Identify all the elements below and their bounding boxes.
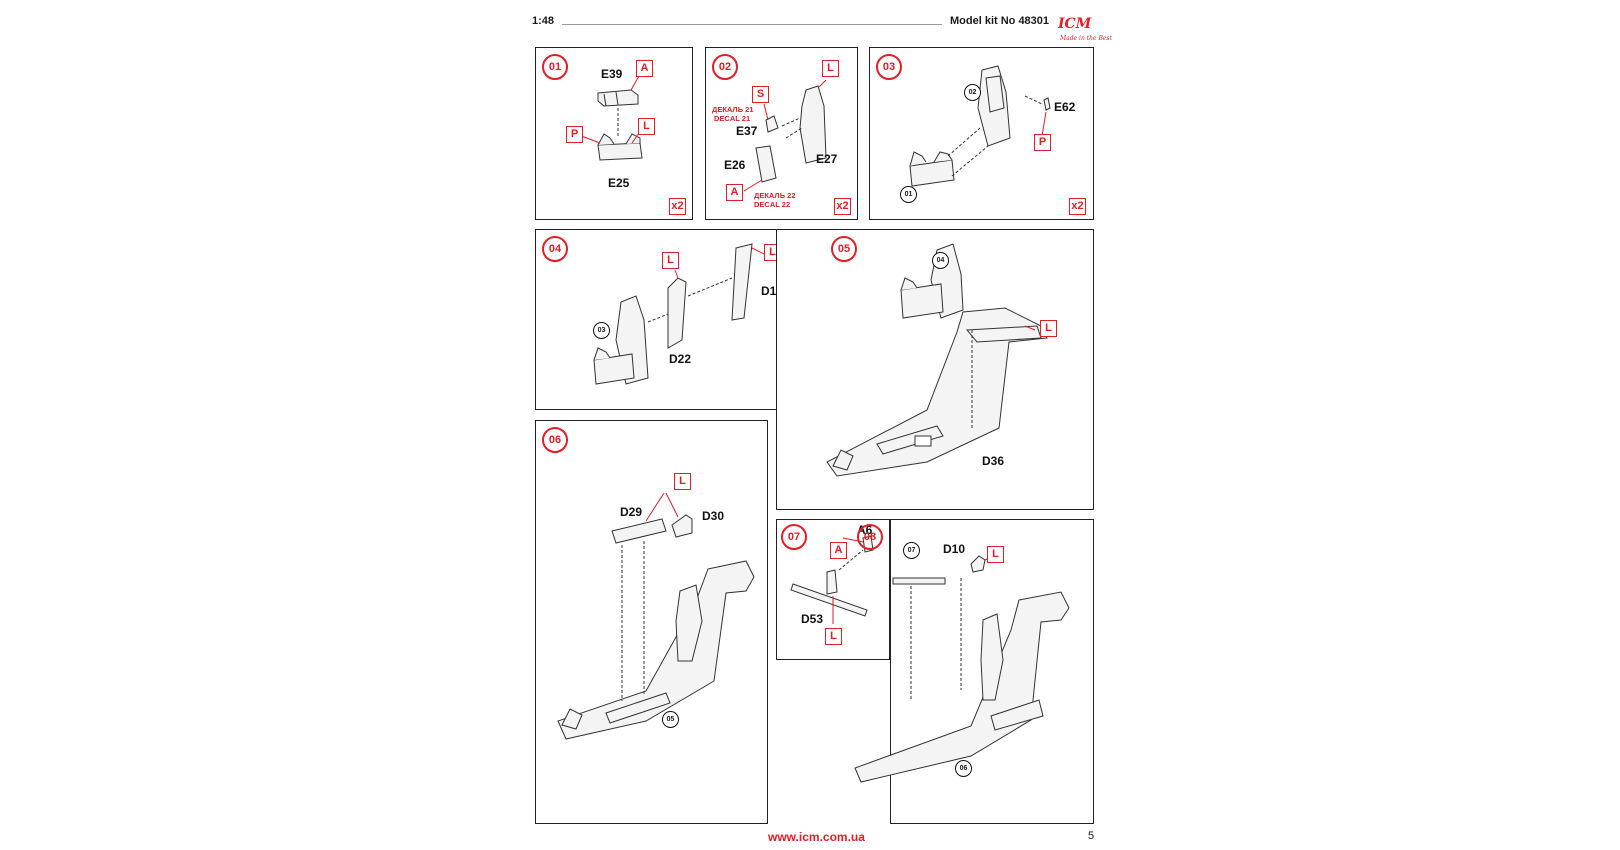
step-number: 02 — [712, 54, 738, 80]
paint-code: L — [822, 60, 839, 77]
part-label: E37 — [736, 124, 758, 138]
part-label: D29 — [620, 505, 643, 519]
logo-text: ICM — [1058, 16, 1092, 32]
step-03-drawing — [909, 65, 1051, 187]
step-reference: 02 — [964, 84, 981, 101]
step-08-panel: 08 07 D10 L 06 — [854, 519, 1094, 824]
part-label: D36 — [982, 454, 1005, 468]
step-number: 04 — [542, 236, 568, 262]
step-reference: 03 — [593, 322, 610, 339]
paint-code: A — [636, 60, 653, 77]
multiplier: x2 — [669, 198, 686, 215]
part-label: D10 — [943, 542, 966, 556]
multiplier: x2 — [1069, 198, 1086, 215]
multiplier: x2 — [834, 198, 851, 215]
part-label: E27 — [816, 152, 838, 166]
step-reference: 01 — [900, 186, 917, 203]
step-number: 05 — [831, 236, 857, 262]
decal-label: DECAL 22 — [754, 200, 791, 209]
step-number: 08 — [857, 524, 883, 550]
step-02-drawing — [743, 79, 827, 192]
part-label: E62 — [1054, 100, 1076, 114]
step-number: 06 — [542, 427, 568, 453]
website-link[interactable]: www.icm.com.ua — [768, 830, 865, 844]
part-label: E26 — [724, 158, 746, 172]
step-04-drawing — [593, 243, 765, 385]
logo-tagline: Made in the Best — [1060, 35, 1112, 42]
scale-label: 1:48 — [532, 15, 555, 27]
paint-code: P — [566, 126, 583, 143]
paint-code: L — [987, 546, 1004, 563]
header-rule — [562, 24, 942, 25]
step-number: 07 — [781, 524, 807, 550]
step-05-panel: 05 04 L D36 — [776, 229, 1094, 510]
step-02-panel: 02 S L ДЕКАЛЬ 21 DECAL 21 E37 E26 E27 A … — [705, 47, 858, 220]
step-06-panel: 06 L D29 D30 05 — [535, 420, 768, 824]
step-06-drawing — [557, 492, 755, 740]
paint-code: L — [674, 473, 691, 490]
step-05-drawing — [826, 243, 1048, 477]
part-label: E25 — [608, 176, 630, 190]
decal-label: ДЕКАЛЬ 21 — [712, 105, 754, 114]
decal-label: DECAL 21 — [714, 114, 751, 123]
step-08-drawing — [854, 553, 1070, 783]
paint-code: L — [662, 252, 679, 269]
step-reference: 04 — [932, 252, 949, 269]
decal-label: ДЕКАЛЬ 22 — [754, 191, 796, 200]
paint-code: S — [752, 86, 769, 103]
step-03-panel: 03 02 E62 P 01 x2 — [869, 47, 1094, 220]
paint-code: A — [830, 542, 847, 559]
step-01-panel: 01 E39 A P L E25 x2 — [535, 47, 693, 220]
paint-code: L — [638, 118, 655, 135]
paint-code: L — [825, 628, 842, 645]
step-reference: 06 — [955, 760, 972, 777]
page-number: 5 — [1088, 830, 1095, 842]
paint-code: P — [1034, 134, 1051, 151]
step-01-drawing — [575, 75, 643, 161]
step-number: 01 — [542, 54, 568, 80]
part-label: D30 — [702, 509, 725, 523]
paint-code: L — [1040, 320, 1057, 337]
paint-code: A — [726, 184, 743, 201]
step-reference: 07 — [903, 542, 920, 559]
step-number: 03 — [876, 54, 902, 80]
part-label: D22 — [669, 352, 692, 366]
part-label: D53 — [801, 612, 824, 626]
step-reference: 05 — [662, 711, 679, 728]
kit-number: Model kit No 48301 — [950, 15, 1050, 27]
part-label: E39 — [601, 67, 623, 81]
